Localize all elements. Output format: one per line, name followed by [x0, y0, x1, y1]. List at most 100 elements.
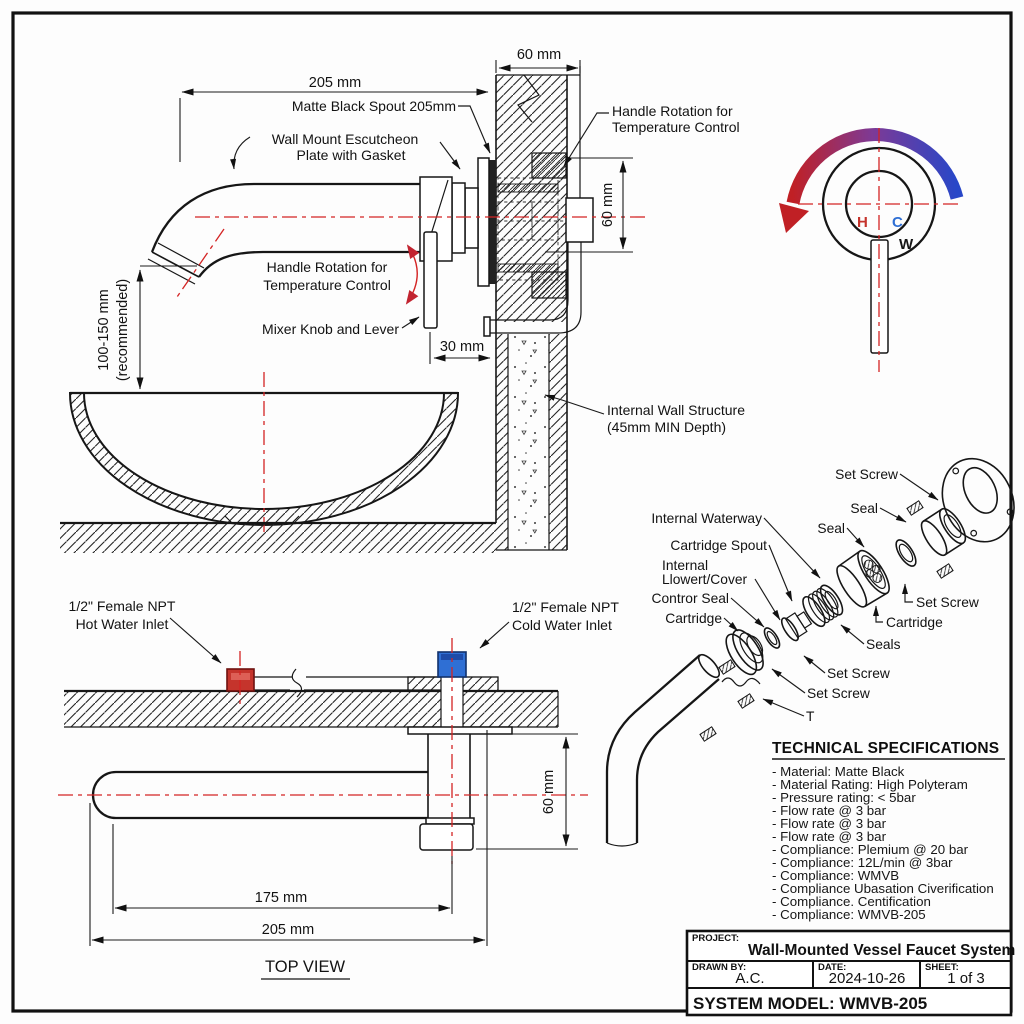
spec-item: - Flow rate @ 3 bar — [772, 829, 887, 844]
spec-item: - Compliance: Plemium @ 20 bar — [772, 842, 969, 857]
label-escutcheon-line1: Wall Mount Escutcheon — [272, 131, 419, 147]
gradient-arc-arrowhead — [779, 203, 809, 233]
label-handle-rotation-mid-line2: Temperature Control — [263, 277, 391, 293]
label-seal-lower: Seal — [817, 521, 845, 536]
cover-part — [780, 611, 813, 642]
spec-item: - Flow rate @ 3 bar — [772, 803, 887, 818]
neck-plan — [425, 817, 475, 825]
label-hot-line2: Hot Water Inlet — [76, 616, 169, 632]
label-cold-line2: Cold Water Inlet — [512, 617, 612, 633]
spout — [147, 182, 420, 285]
counter-section — [60, 521, 496, 553]
page-border — [11, 11, 1013, 1013]
label-internal-cover-line1: Internal — [662, 558, 708, 573]
internal-waterway-part — [836, 549, 890, 608]
hot-inlet — [226, 651, 255, 707]
cold-indicator: C — [892, 214, 903, 231]
technical-specifications: TECHNICAL SPECIFICATIONS - Material: Mat… — [772, 740, 1005, 922]
dim-30: 30 mm — [440, 339, 484, 355]
label-seals: Seals — [866, 637, 901, 652]
dim-60-wall: 60 mm — [517, 47, 561, 63]
labels-inlets: 1/2" Female NPT Hot Water Inlet 1/2" Fem… — [69, 598, 619, 664]
label-internal-waterway: Internal Waterway — [651, 511, 762, 526]
spec-item: - Flow rate @ 3 bar — [772, 816, 887, 831]
valve-flange-bottom — [531, 271, 567, 299]
warm-indicator: W — [899, 236, 914, 253]
label-cold-line1: 1/2" Female NPT — [512, 599, 619, 615]
spec-item: - Material Rating: High Polyteram — [772, 777, 968, 792]
project-label: PROJECT: — [692, 933, 739, 944]
label-wall-line2: (45mm MIN Depth) — [607, 419, 726, 435]
cartridge-spout-part — [802, 584, 844, 628]
label-internal-cover-line2: Llowert/Cover — [662, 572, 748, 587]
label-mixer: Mixer Knob and Lever — [262, 321, 399, 337]
dim-60-plan: 60 mm — [541, 770, 557, 814]
tip-centerline — [176, 228, 225, 298]
hot-supply-pipe — [254, 668, 441, 698]
labels-exploded: Set Screw Seal Seal Internal Waterway Ca… — [651, 467, 979, 724]
valve-flange-top — [531, 152, 567, 179]
date-value: 2024-10-26 — [829, 970, 906, 987]
escutcheon-assembly — [419, 157, 496, 287]
label-t: T — [806, 709, 815, 724]
exploded-spout — [605, 653, 761, 847]
dimensions-main: 205 mm 60 mm 60 mm 30 mm 100-150 mm (rec… — [96, 47, 633, 390]
drawn-by-label: DRAWN BY: — [692, 962, 746, 973]
label-spout: Matte Black Spout 205mm — [292, 98, 456, 114]
exploded-view: Set Screw Seal Seal Internal Waterway Ca… — [605, 457, 1015, 847]
spec-item: - Compliance: 12L/min @ 3bar — [772, 855, 953, 870]
label-handle-rotation-top-line1: Handle Rotation for — [612, 103, 733, 119]
top-view: 60 mm 175 mm 205 mm TOP VIEW 1/2" Female… — [58, 598, 619, 980]
hot-indicator: H — [857, 214, 868, 231]
label-set-screw-mid: Set Screw — [827, 666, 890, 681]
label-handle-rotation-top-line2: Temperature Control — [612, 119, 740, 135]
dim-205-plan: 205 mm — [262, 922, 314, 938]
vessel-sink — [68, 372, 460, 533]
gasket — [489, 160, 496, 284]
wall-section — [495, 66, 581, 551]
escutcheon-plate — [477, 157, 490, 287]
system-model-value: SYSTEM MODEL: WMVB-205 — [693, 994, 927, 1013]
set-screws — [699, 500, 954, 742]
pipe-break-symbol — [291, 668, 303, 698]
spec-item: - Compliance Ubasation Civerification — [772, 881, 994, 896]
label-handle-rotation-mid-line1: Handle Rotation for — [267, 259, 388, 275]
dim-60-valve: 60 mm — [600, 183, 616, 227]
label-cartridge-left: Cartridge — [665, 611, 722, 626]
spec-item: - Pressure rating: < 5bar — [772, 790, 916, 805]
label-escutcheon-line2: Plate with Gasket — [297, 147, 406, 163]
spec-item: - Material: Matte Black — [772, 764, 905, 779]
knob-plan — [419, 823, 474, 851]
cartridge-right-part — [920, 507, 967, 557]
specs-title: TECHNICAL SPECIFICATIONS — [772, 740, 999, 757]
label-hot-line1: 1/2" Female NPT — [69, 598, 176, 614]
handle-adapter — [565, 197, 594, 243]
rotation-arrow — [405, 244, 420, 305]
sheet-value: 1 of 3 — [947, 970, 985, 987]
dimensions-top-view: 60 mm 175 mm 205 mm — [89, 730, 578, 946]
label-wall-line1: Internal Wall Structure — [607, 402, 745, 418]
dim-height-line1: 100-150 mm — [96, 289, 112, 370]
dim-height-line2: (recommended) — [115, 279, 131, 381]
label-set-screw-top: Set Screw — [835, 467, 898, 482]
label-cartridge-right: Cartridge — [886, 615, 943, 630]
faucet-plan — [91, 726, 513, 851]
temperature-gradient-arc — [786, 128, 964, 205]
label-set-screw-low: Set Screw — [807, 686, 870, 701]
top-view-title: TOP VIEW — [265, 958, 346, 976]
mixer-lever — [423, 231, 438, 329]
spec-item: - Compliance. Centification — [772, 894, 931, 909]
drawn-by-value: A.C. — [735, 970, 764, 987]
project-value: Wall-Mounted Vessel Faucet System — [748, 942, 1015, 959]
spec-item: - Compliance: WMVB — [772, 868, 899, 883]
spec-item: - Compliance: WMVB-205 — [772, 907, 926, 922]
labels-main: Matte Black Spout 205mm Wall Mount Escut… — [230, 98, 745, 435]
clip-bracket — [721, 677, 761, 687]
in-wall-valve — [497, 152, 594, 299]
supply-pipe — [483, 242, 582, 337]
label-seal-upper: Seal — [850, 501, 878, 516]
contror-seal-part — [763, 627, 781, 649]
seal-part — [895, 539, 917, 567]
label-contror-seal: Contror Seal — [652, 591, 729, 606]
